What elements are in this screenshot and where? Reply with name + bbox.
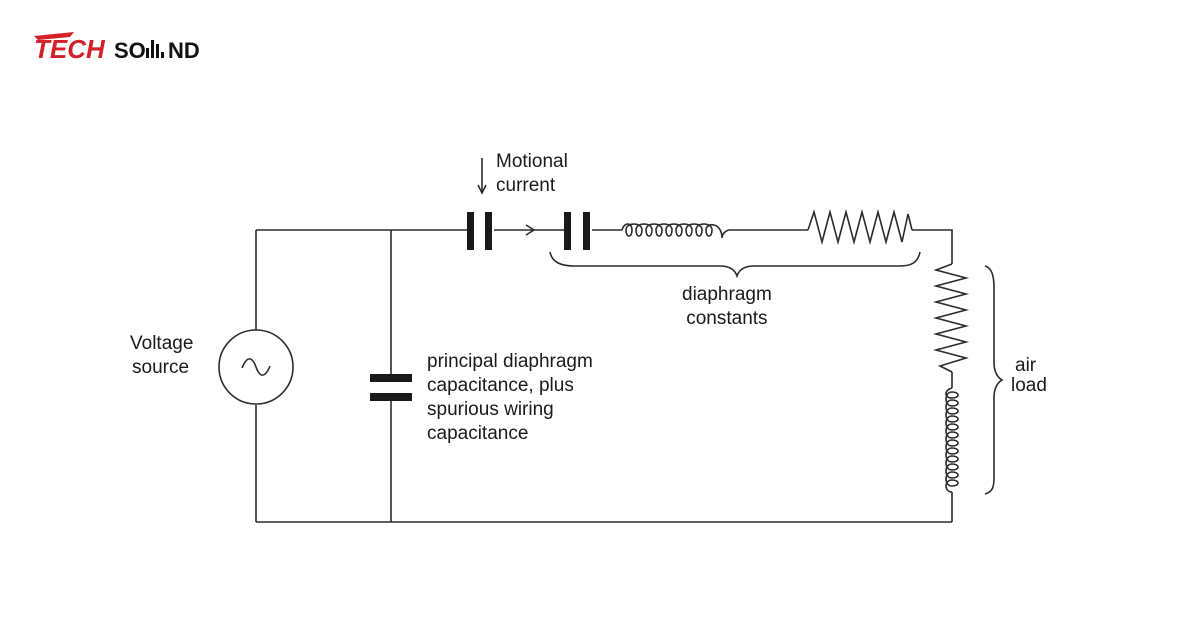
- diaphragm-constants-line-2: constants: [686, 308, 768, 329]
- principal-capacitance-line-1: principal diaphragm: [427, 351, 593, 372]
- principal-capacitance-line-4: capacitance: [427, 423, 529, 444]
- motional-capacitor-plate-right-1: [485, 212, 492, 250]
- diaphragm-constants-label: diaphragm constants: [682, 283, 772, 331]
- motional-current-line-1: Motional: [496, 151, 568, 172]
- svg-text:SO: SO: [114, 38, 146, 63]
- principal-capacitance-line-3: spurious wiring: [427, 399, 554, 420]
- motional-capacitor-plate-left-1: [467, 212, 474, 250]
- svg-text:TECH: TECH: [34, 34, 106, 64]
- diaphragm-capacitor-plate-right: [583, 212, 590, 250]
- diaphragm-resistor: [807, 208, 913, 246]
- diaphragm-capacitor-plate-left: [564, 212, 571, 250]
- diaphragm-inductor: [621, 223, 731, 239]
- voltage-source-line-2: source: [132, 357, 190, 378]
- diaphragm-constants-line-1: diaphragm: [682, 284, 772, 305]
- air-load-line-2: load: [1011, 375, 1047, 396]
- motional-current-line-2: current: [496, 175, 556, 196]
- air-load-resistor: [932, 263, 970, 373]
- principal-capacitance-label: principal diaphragm capacitance, plus sp…: [427, 350, 593, 446]
- motional-current-arrowhead: [477, 184, 487, 195]
- shunt-capacitor-plate-bottom: [370, 393, 412, 401]
- logo-tech-mark: TECH: [34, 32, 106, 64]
- techsound-logo: TECH SO ND: [34, 32, 200, 64]
- svg-text:ND: ND: [168, 38, 200, 63]
- voltage-source-circle: [218, 329, 294, 405]
- wire-resistor-to-corner: [912, 229, 953, 264]
- air-load-brace: [984, 265, 1004, 495]
- air-load-line-1: air: [1015, 355, 1037, 376]
- logo-sound-mark: SO ND: [114, 38, 200, 63]
- current-direction-arrow: [525, 224, 536, 236]
- voltage-source-line-1: Voltage: [130, 333, 194, 354]
- diaphragm-constants-brace: [549, 251, 921, 279]
- air-load-label: air load: [1011, 356, 1047, 396]
- motional-current-label: Motional current: [496, 150, 568, 198]
- voltage-source-label: Voltage source: [130, 332, 193, 380]
- principal-capacitance-line-2: capacitance, plus: [427, 375, 574, 396]
- sine-icon: [241, 358, 271, 376]
- shunt-capacitor-plate-top: [370, 374, 412, 382]
- air-load-inductor: [945, 387, 959, 493]
